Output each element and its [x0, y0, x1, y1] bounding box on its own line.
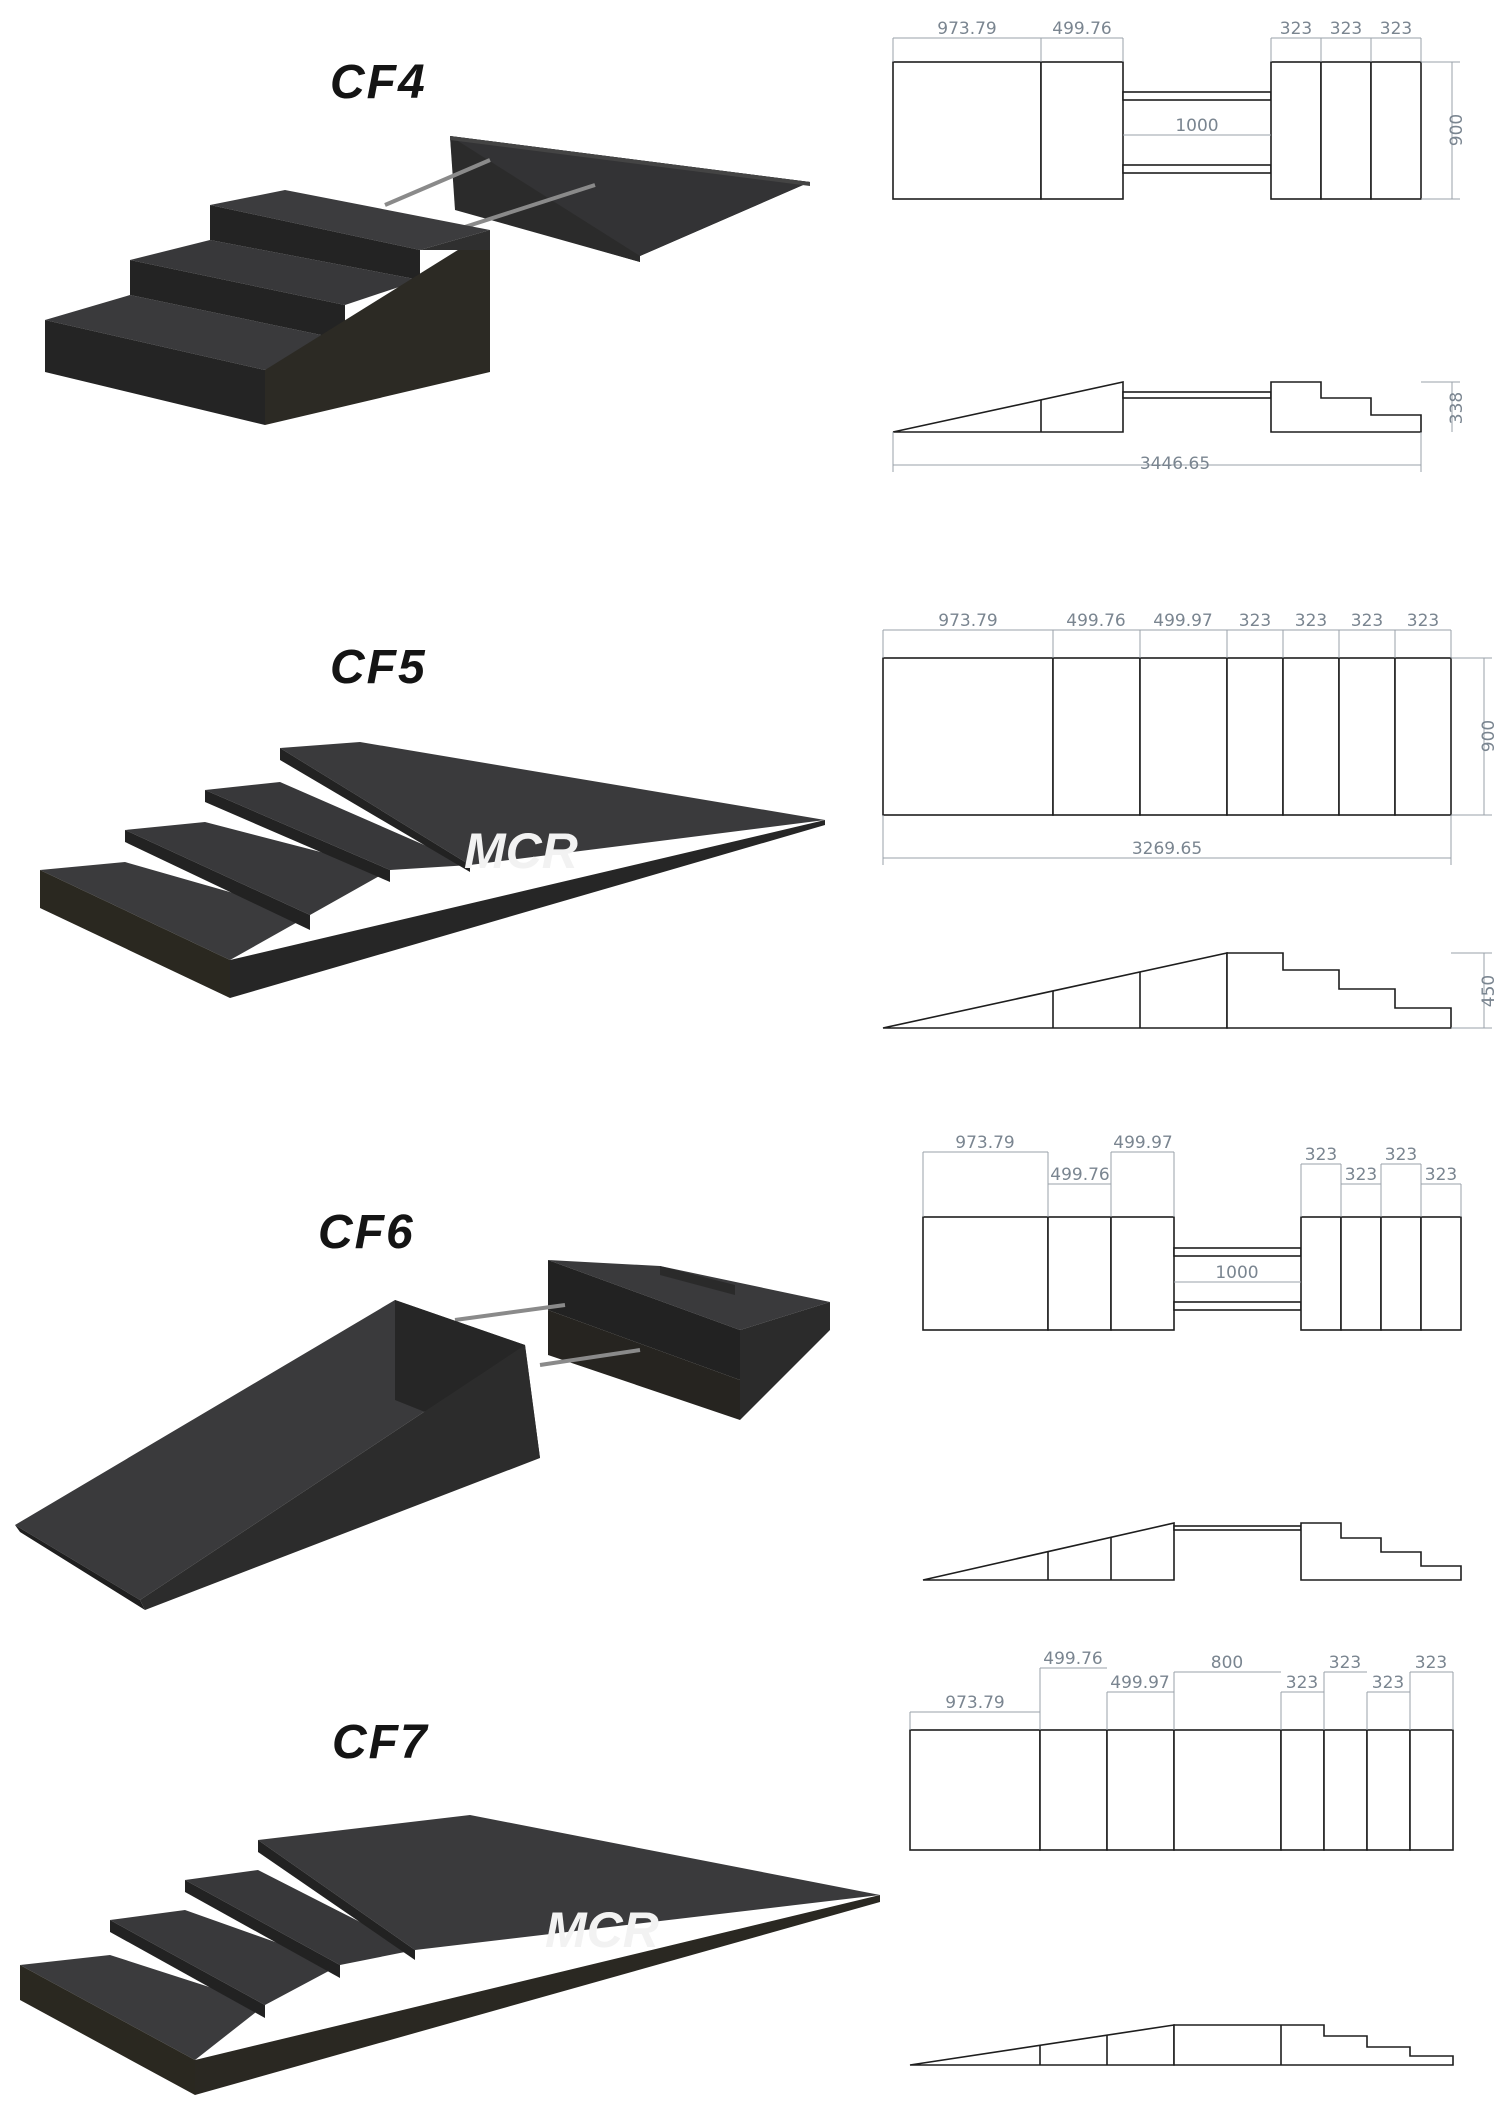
mcr-logo: MCR: [545, 1902, 659, 1958]
cf5-render: MCR: [40, 742, 825, 998]
dimension-label: 323: [1385, 1145, 1417, 1165]
mcr-logo: MCR: [464, 823, 578, 879]
dimension-label: 323: [1286, 1673, 1318, 1693]
dimension-label: 800: [1211, 1653, 1243, 1673]
dimension-label: 323: [1330, 19, 1362, 39]
dimension-label: 3269.65: [1132, 839, 1202, 859]
cf7-drawing: 499.76 973.79 499.97 800 323 323 323 323: [909, 1649, 1454, 2066]
dimension-label: 323: [1380, 19, 1412, 39]
dimension-label: 973.79: [938, 611, 997, 631]
cf4-render: [45, 136, 810, 425]
dimension-label: 323: [1415, 1653, 1447, 1673]
dimension-label: 338: [1447, 392, 1467, 424]
dimension-label: 900: [1479, 720, 1499, 752]
dimension-label: 323: [1345, 1165, 1377, 1185]
dimension-label: 499.76: [1043, 1649, 1102, 1669]
dimension-label: 323: [1280, 19, 1312, 39]
model-title: CF4: [330, 56, 427, 109]
cf6-render: [15, 1260, 830, 1610]
dimension-label: 900: [1447, 114, 1467, 146]
section-cf5: CF5 MCR 973.79 499.76 499.97 323 323 323…: [0, 520, 1500, 1080]
dimension-label: 323: [1239, 611, 1271, 631]
dimension-label: 499.97: [1153, 611, 1212, 631]
dimension-label: 499.76: [1052, 19, 1111, 39]
dimension-label: 323: [1372, 1673, 1404, 1693]
dimension-label: 3446.65: [1140, 454, 1210, 474]
dimension-label: 1000: [1215, 1263, 1258, 1283]
section-cf4: CF4 973.79 499.76 323 323: [0, 0, 1500, 520]
dimension-label: 973.79: [937, 19, 996, 39]
model-title: CF5: [330, 641, 427, 694]
model-title: CF6: [318, 1206, 415, 1259]
dimension-label: 323: [1407, 611, 1439, 631]
dimension-label: 499.76: [1066, 611, 1125, 631]
dimension-label: 499.97: [1110, 1673, 1169, 1693]
cf6-drawing: 973.79 499.76 499.97 323 323 323 323 100…: [922, 1133, 1462, 1581]
dimension-label: 499.76: [1050, 1165, 1109, 1185]
dimension-label: 323: [1351, 611, 1383, 631]
section-cf7: CF7 MCR 499.76 973.79 499.97 800 323 323…: [0, 1640, 1500, 2103]
dimension-label: 499.97: [1113, 1133, 1172, 1153]
cf5-drawing: 973.79 499.76 499.97 323 323 323 323 900…: [882, 611, 1499, 1029]
model-title: CF7: [332, 1716, 429, 1769]
dimension-label: 323: [1305, 1145, 1337, 1165]
dimension-label: 973.79: [955, 1133, 1014, 1153]
section-cf6: CF6 973.79 499.76 499.97 323 323 323: [0, 1080, 1500, 1640]
cf4-drawing: 973.79 499.76 323 323 323 1000 900 3446.…: [892, 19, 1467, 474]
dimension-label: 1000: [1175, 116, 1218, 136]
dimension-label: 323: [1329, 1653, 1361, 1673]
dimension-label: 323: [1425, 1165, 1457, 1185]
dimension-label: 973.79: [945, 1693, 1004, 1713]
cf7-render: MCR: [20, 1815, 880, 2095]
dimension-label: 323: [1295, 611, 1327, 631]
dimension-label: 450: [1479, 975, 1499, 1007]
